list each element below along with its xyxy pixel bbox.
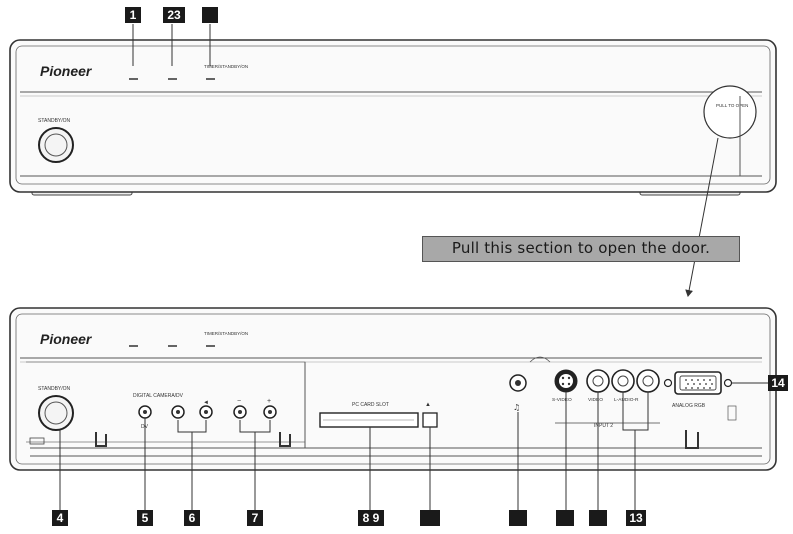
analog-rgb-port[interactable] xyxy=(674,371,722,395)
pointer-arrow xyxy=(685,137,719,297)
video-label: VIDEO xyxy=(588,397,603,403)
svg-text:+: + xyxy=(267,398,271,405)
svg-text:−: − xyxy=(237,398,241,405)
audio-left-jack[interactable] xyxy=(611,369,635,393)
callout-2: 2 xyxy=(167,8,174,22)
input-label: INPUT 2 xyxy=(594,423,613,429)
callout-14: 14 xyxy=(768,375,788,391)
callout-7: 7 xyxy=(247,510,263,526)
callout-8-9: 8 9 xyxy=(358,510,384,526)
callout-6: 6 xyxy=(184,510,200,526)
standby-button-bottom[interactable] xyxy=(38,395,74,431)
pc-card-slot-label: PC CARD SLOT xyxy=(352,402,389,408)
callout-blank-12 xyxy=(556,510,574,526)
device-body-top xyxy=(9,39,777,193)
standby-button-top[interactable] xyxy=(38,127,74,163)
door-pull-highlight xyxy=(703,85,757,139)
callout-4: 4 xyxy=(52,510,68,526)
callout-13: 13 xyxy=(626,510,646,526)
brand-logo-bottom: Pioneer xyxy=(40,331,93,347)
svg-text:▲: ▲ xyxy=(425,402,431,408)
audio-label: L-AUDIO-R xyxy=(614,397,639,403)
svg-text:◄: ◄ xyxy=(203,400,209,406)
digital-camera-label: DIGITAL CAMERA/DV xyxy=(133,393,184,399)
device-body-bottom xyxy=(9,307,777,471)
video-jack[interactable] xyxy=(586,369,610,393)
indicator-label: TIMER/STANDBY/ON xyxy=(204,64,248,69)
front-panel-closed: Pioneer TIMER/STANDBY/ON STANDBY/ON PULL… xyxy=(9,24,777,196)
callout-5: 5 xyxy=(137,510,153,526)
callout-blank-13 xyxy=(589,510,607,526)
audio-right-jack[interactable] xyxy=(636,369,660,393)
door-instruction-banner: Pull this section to open the door. xyxy=(422,236,740,262)
svideo-label: S-VIDEO xyxy=(552,397,572,403)
standby-label-bottom: STANDBY/ON xyxy=(38,386,71,392)
callout-blank-11 xyxy=(509,510,527,526)
indicator-label-bottom: TIMER/STANDBY/ON xyxy=(204,331,248,336)
analog-rgb-label: ANALOG RGB xyxy=(672,403,706,409)
callout-blank-top xyxy=(202,7,218,23)
door-pull-tag: PULL TO OPEN xyxy=(716,103,748,108)
callout-1: 1 xyxy=(125,7,141,23)
front-panel-open: Pioneer TIMER/STANDBY/ON STANDBY/ON DIGI… xyxy=(9,307,777,510)
eject-button[interactable] xyxy=(422,412,438,428)
svg-text:♫: ♫ xyxy=(513,403,520,412)
callout-2-3: 23 xyxy=(163,7,185,23)
callout-blank-10 xyxy=(420,510,440,526)
standby-label-top: STANDBY/ON xyxy=(38,118,71,124)
callout-3: 3 xyxy=(174,8,181,22)
brand-logo: Pioneer xyxy=(40,63,93,79)
